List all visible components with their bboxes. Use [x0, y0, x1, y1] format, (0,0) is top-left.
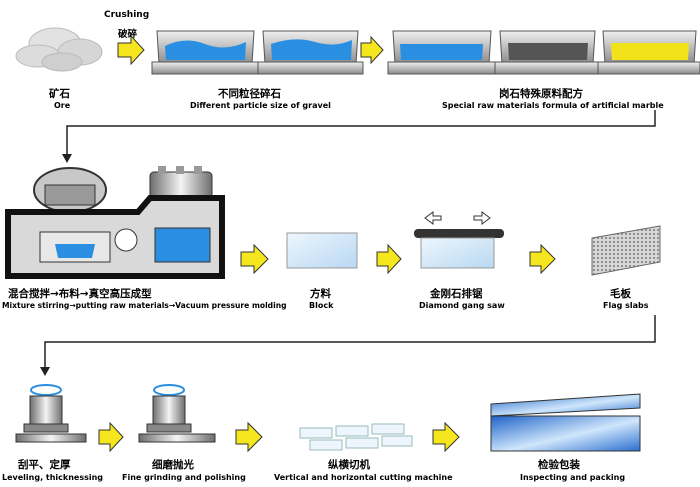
connector-line-2: [44, 315, 656, 368]
ore-label-en: Ore: [54, 101, 71, 110]
saw-label-cn: 金刚石排锯: [430, 288, 483, 300]
ore-rocks: [15, 27, 103, 72]
saw-label-en: Diamond gang saw: [419, 301, 505, 310]
flag-label-cn: 毛板: [610, 288, 631, 300]
connector-line-1: [66, 110, 656, 155]
gravel-label-en: Different particle size of gravel: [190, 101, 331, 110]
block-label-cn: 方料: [310, 288, 331, 300]
flag-label-en: Flag slabs: [603, 301, 649, 310]
packing-label-en: Inspecting and packing: [520, 473, 626, 482]
gravel-tray-2: [257, 30, 364, 75]
mixing-label-cn: 混合搅拌→布料→真空高压成型: [8, 288, 152, 300]
crushing-label-cn: 破碎: [118, 29, 138, 40]
arrow-1: [360, 35, 384, 65]
connector-arrowhead-2: [40, 367, 50, 376]
flag-slabs-image: [591, 225, 661, 276]
crushing-arrow: [117, 34, 145, 66]
gravel-label-cn: 不同粒径碎石: [218, 88, 281, 100]
leveling-machine: [15, 384, 87, 443]
arrow-4: [529, 243, 556, 275]
packing-box: [490, 393, 641, 452]
arrow-7: [432, 421, 460, 453]
cut-tiles-image: [299, 423, 413, 451]
polishing-label-en: Fine grinding and polishing: [122, 473, 246, 482]
polishing-label-cn: 细磨抛光: [152, 459, 194, 471]
gravel-tray-4: [494, 30, 601, 75]
arrow-6: [235, 421, 263, 453]
arrow-5: [98, 421, 124, 453]
arrow-3: [376, 243, 402, 275]
block-image: [286, 232, 358, 269]
block-label-en: Block: [309, 301, 334, 310]
vacuum-molding-machine: [5, 166, 225, 279]
arrow-2: [240, 243, 269, 275]
mixing-label-en: Mixture stirring→putting raw materials→V…: [2, 301, 287, 310]
cutting-label-cn: 纵横切机: [328, 459, 370, 471]
cutting-label-en: Vertical and horizontal cutting machine: [274, 473, 453, 482]
gravel-tray-3: [387, 30, 497, 75]
formula-label-en: Special raw materials formula of artific…: [442, 101, 664, 110]
formula-label-cn: 岗石特殊原料配方: [499, 88, 583, 100]
ore-label-cn: 矿石: [49, 88, 70, 100]
gravel-tray-5: [597, 30, 700, 75]
polishing-machine: [138, 384, 216, 443]
gravel-tray-1: [151, 30, 260, 75]
connector-arrowhead-1: [62, 154, 72, 163]
gang-saw: [414, 211, 504, 269]
packing-label-cn: 检验包装: [538, 459, 580, 471]
crushing-label: Crushing: [104, 10, 150, 20]
leveling-label-en: Leveling, thicknessing: [2, 473, 104, 482]
leveling-label-cn: 刮平、定厚: [18, 459, 71, 471]
